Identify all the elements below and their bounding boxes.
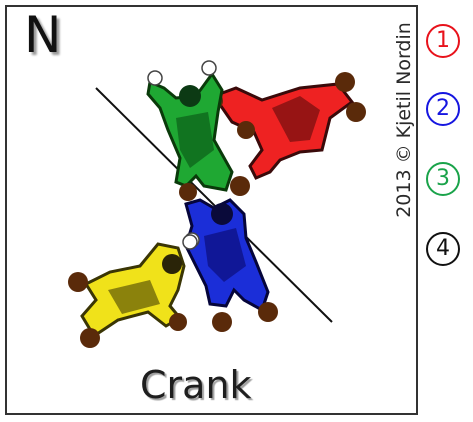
yellow-jumper-icon [68, 234, 198, 348]
jumper-number-2: 2 [426, 92, 460, 126]
slot-line [95, 87, 333, 323]
jumper-number-legend: 1 2 3 4 [422, 24, 468, 284]
jumper-number-4: 4 [426, 232, 460, 266]
jumper-number-1: 1 [426, 24, 460, 58]
formation-letter: N [24, 6, 62, 64]
red-jumper-icon [205, 72, 366, 180]
jumper-number-3: 3 [426, 162, 460, 196]
formation-name: Crank [140, 363, 252, 407]
copyright-text: 2013 © Kjetil Nordin [393, 22, 415, 218]
green-jumper-icon [146, 60, 250, 201]
blue-jumper-icon [184, 198, 278, 332]
